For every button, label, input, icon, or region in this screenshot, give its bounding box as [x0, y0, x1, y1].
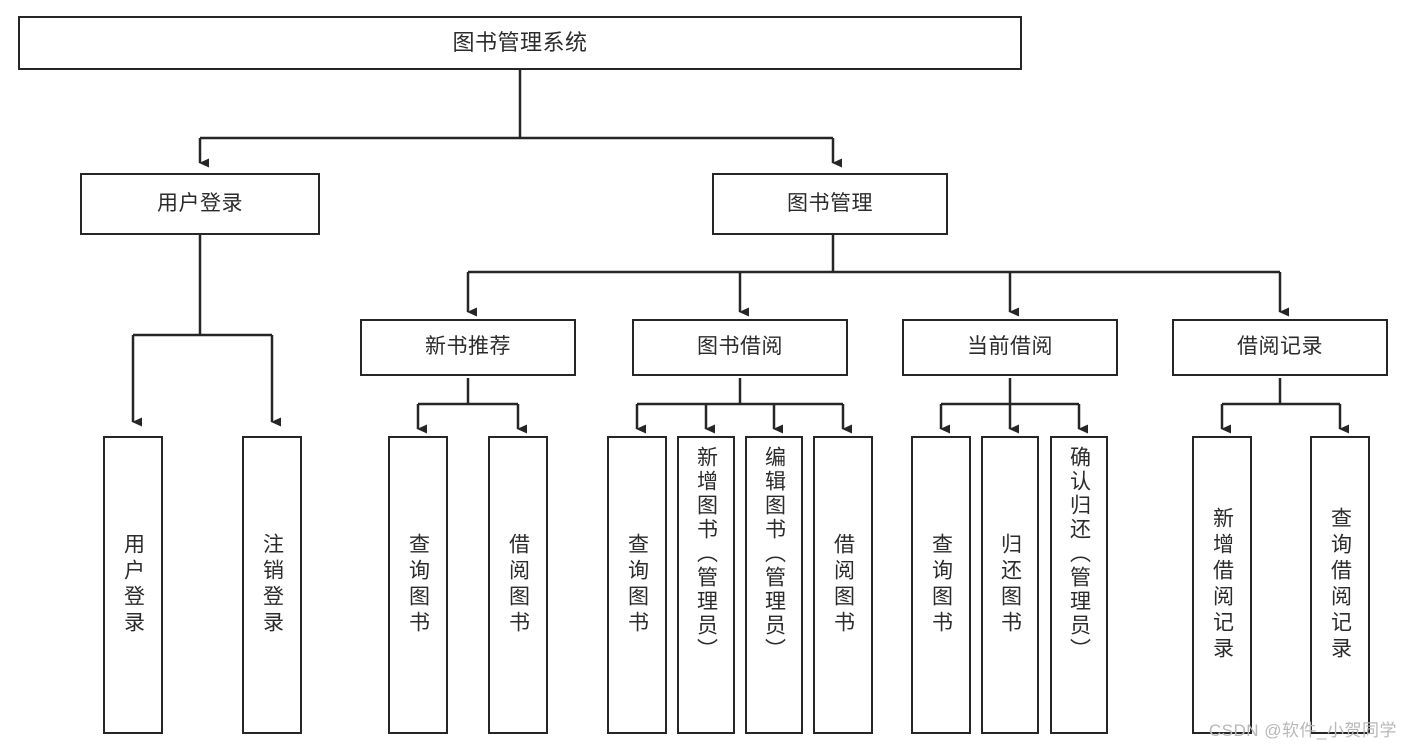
node-leaf-query-borrow-record[interactable]: 查询借阅记录 [1310, 436, 1370, 734]
node-label: 新增借阅记录 [1210, 507, 1234, 663]
node-leaf-add-borrow-record[interactable]: 新增借阅记录 [1192, 436, 1252, 734]
node-label: 用户登录 [121, 533, 145, 637]
node-label: 借阅图书 [831, 533, 855, 637]
node-label: 图书借阅 [697, 335, 783, 359]
node-book-management[interactable]: 图书管理 [712, 173, 948, 235]
node-leaf-user-login[interactable]: 用户登录 [103, 436, 163, 734]
node-user-login[interactable]: 用户登录 [80, 173, 320, 235]
node-label: 图书管理 [787, 191, 873, 215]
node-leaf-add-book-admin[interactable]: 新增图书（管理员） [677, 436, 735, 734]
node-leaf-confirm-return-admin[interactable]: 确认归还（管理员） [1050, 436, 1108, 734]
node-current-borrow[interactable]: 当前借阅 [902, 319, 1118, 376]
node-label: 借阅图书 [506, 533, 530, 637]
node-leaf-logout[interactable]: 注销登录 [242, 436, 302, 734]
node-leaf-borrow-book-recommend[interactable]: 借阅图书 [488, 436, 548, 734]
node-book-borrow[interactable]: 图书借阅 [632, 319, 848, 376]
node-label: 图书管理系统 [452, 30, 588, 56]
node-label: 查询借阅记录 [1328, 507, 1352, 663]
node-label: 编辑图书（管理员） [762, 446, 786, 662]
node-label: 当前借阅 [967, 335, 1053, 359]
watermark-text: CSDN @软件_小贺同学 [1208, 721, 1397, 740]
node-leaf-query-book-borrow[interactable]: 查询图书 [607, 436, 667, 734]
node-label: 借阅记录 [1237, 335, 1323, 359]
node-leaf-edit-book-admin[interactable]: 编辑图书（管理员） [745, 436, 803, 734]
node-new-book-recommend[interactable]: 新书推荐 [360, 319, 576, 376]
node-label: 新书推荐 [425, 335, 511, 359]
node-leaf-query-book-recommend[interactable]: 查询图书 [388, 436, 448, 734]
node-label: 归还图书 [998, 533, 1022, 637]
node-label: 新增图书（管理员） [694, 446, 718, 662]
node-leaf-borrow-book[interactable]: 借阅图书 [813, 436, 873, 734]
node-root-library-management-system[interactable]: 图书管理系统 [18, 16, 1022, 70]
node-label: 查询图书 [929, 533, 953, 637]
node-label: 查询图书 [406, 533, 430, 637]
node-label: 注销登录 [260, 533, 284, 637]
node-label: 查询图书 [625, 533, 649, 637]
node-leaf-return-book[interactable]: 归还图书 [981, 436, 1039, 734]
node-label: 确认归还（管理员） [1067, 446, 1091, 662]
node-leaf-query-book-current[interactable]: 查询图书 [911, 436, 971, 734]
node-label: 用户登录 [157, 191, 243, 215]
node-borrow-record[interactable]: 借阅记录 [1172, 319, 1388, 376]
